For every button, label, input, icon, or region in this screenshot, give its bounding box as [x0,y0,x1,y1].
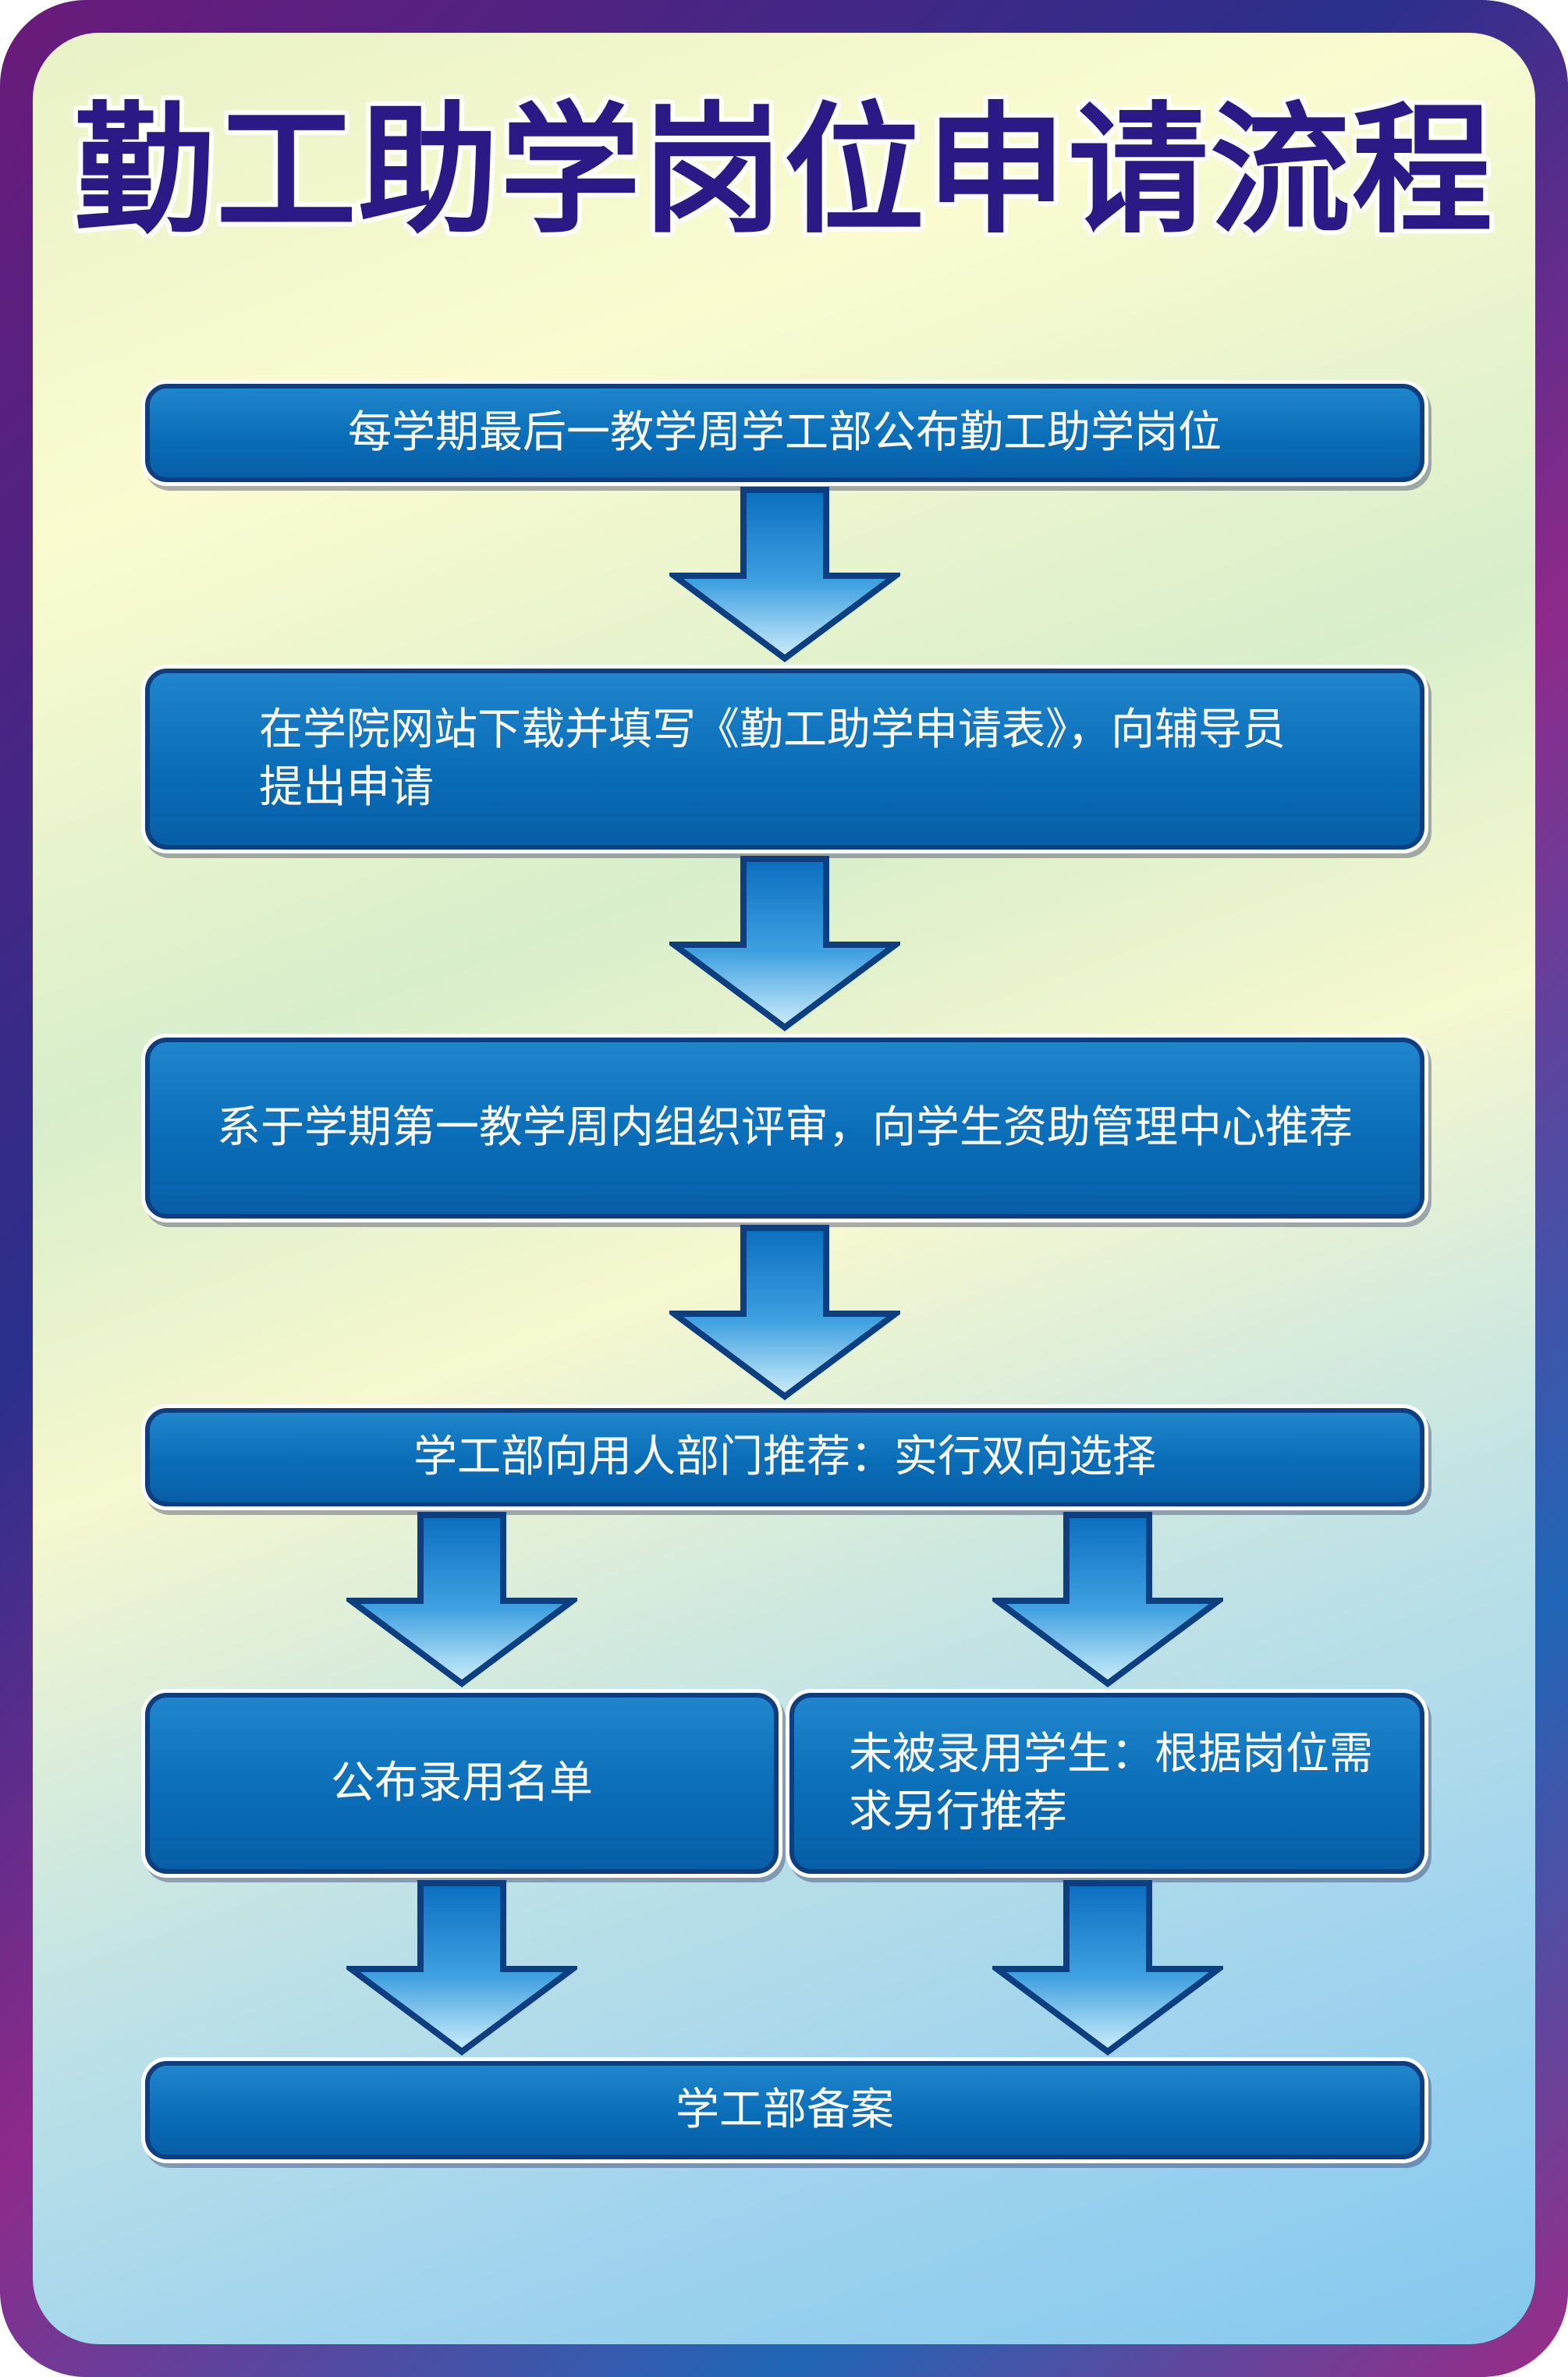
down-arrow-icon [992,1880,1223,2056]
step-label: 每学期最后一教学周学工部公布勤工助学岗位 [348,407,1222,458]
poster-title: 勤工助学岗位申请流程 [73,90,1494,253]
step-label: 未被录用学生：根据岗位需求另行推荐 [849,1729,1373,1837]
down-arrow-icon [992,1512,1223,1687]
down-arrow-icon [346,1880,577,2056]
step-label: 学工部向用人部门推荐：实行双向选择 [413,1432,1156,1482]
step-label: 公布录用名单 [331,1758,593,1808]
down-arrow-icon [346,1512,577,1687]
down-arrow-icon [669,487,900,662]
down-arrow-icon [669,1225,900,1400]
step-publish-positions: 每学期最后一教学周学工部公布勤工助学岗位 [145,384,1424,482]
step-publish-hired-list: 公布录用名单 [145,1693,779,1874]
step-two-way-selection: 学工部向用人部门推荐：实行双向选择 [145,1408,1424,1506]
step-label: 学工部备案 [676,2084,894,2135]
down-arrow-icon [669,856,900,1031]
step-record-filing: 学工部备案 [145,2061,1424,2159]
step-download-apply: 在学院网站下载并填写《勤工助学申请表》，向辅导员提出申请 [145,669,1424,850]
step-unhired-recommend: 未被录用学生：根据岗位需求另行推荐 [789,1693,1424,1874]
step-department-review: 系于学期第一教学周内组织评审，向学生资助管理中心推荐 [145,1038,1424,1219]
step-label: 系于学期第一教学周内组织评审，向学生资助管理中心推荐 [217,1102,1353,1153]
step-label: 在学院网站下载并填写《勤工助学申请表》，向辅导员提出申请 [259,704,1286,813]
